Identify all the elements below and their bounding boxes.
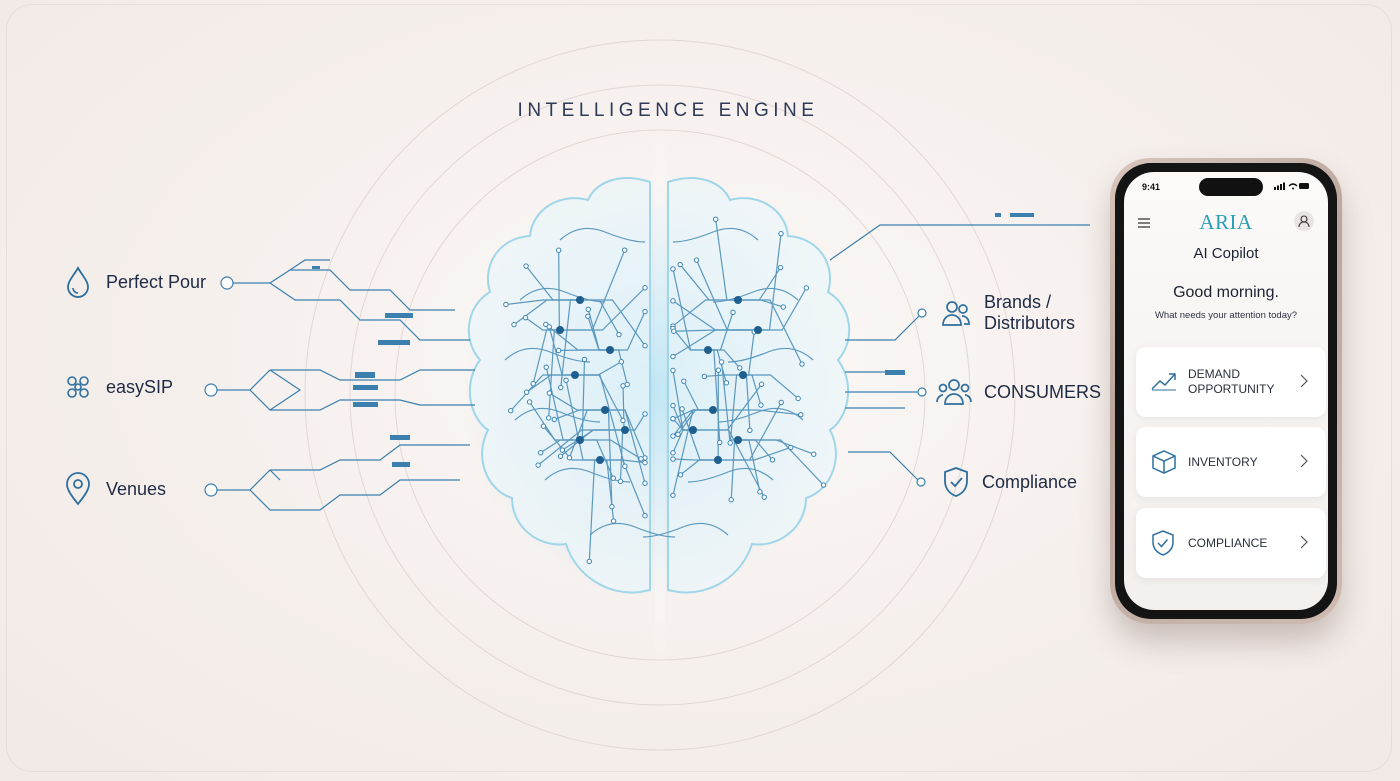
signal-icon bbox=[1274, 182, 1309, 190]
card-demand-opportunity[interactable]: DEMAND OPPORTUNITY bbox=[1136, 347, 1326, 417]
hamburger-menu-icon[interactable] bbox=[1138, 215, 1150, 233]
perfect-pour-port bbox=[220, 276, 234, 290]
shield-check-icon bbox=[1152, 530, 1174, 556]
profile-icon[interactable] bbox=[1294, 211, 1314, 231]
card-inventory[interactable]: INVENTORY bbox=[1136, 427, 1326, 497]
source-label: easySIP bbox=[106, 376, 174, 397]
output-brands-distributors: Brands / Distributors bbox=[940, 292, 1075, 334]
output-connections bbox=[829, 213, 1090, 487]
location-pin-icon bbox=[66, 472, 90, 506]
source-venues: Venues bbox=[64, 472, 166, 506]
card-compliance[interactable]: COMPLIANCE bbox=[1136, 508, 1326, 578]
phone-screen: 9:41 ARIA AI Copilot Good morning. bbox=[1124, 172, 1328, 610]
status-icons bbox=[1274, 182, 1310, 192]
dynamic-island bbox=[1199, 178, 1263, 196]
phone-mockup: 9:41 ARIA AI Copilot Good morning. bbox=[1110, 158, 1342, 624]
easysip-port bbox=[204, 383, 218, 397]
app-brand: ARIA bbox=[1199, 210, 1253, 234]
greeting-prompt: What needs your attention today? bbox=[1154, 310, 1298, 321]
users-group-icon bbox=[936, 379, 972, 405]
network-pattern-icon bbox=[67, 376, 89, 398]
right-hemisphere bbox=[667, 177, 851, 594]
output-compliance: Compliance bbox=[942, 466, 1077, 498]
phone-bezel: 9:41 ARIA AI Copilot Good morning. bbox=[1115, 163, 1337, 619]
venues-port bbox=[204, 483, 218, 497]
droplet-icon bbox=[67, 266, 89, 298]
trend-up-icon bbox=[1151, 373, 1176, 391]
card-label: INVENTORY bbox=[1188, 455, 1258, 469]
output-label: Brands / Distributors bbox=[984, 292, 1076, 333]
source-easysip: easySIP bbox=[64, 373, 173, 401]
users-pair-icon bbox=[942, 301, 970, 326]
output-label: CONSUMERS bbox=[984, 381, 1102, 402]
chevron-right-icon bbox=[1300, 374, 1308, 388]
diagram-title: INTELLIGENCE ENGINE bbox=[517, 100, 819, 121]
shield-check-icon bbox=[944, 467, 968, 497]
chevron-right-icon bbox=[1300, 535, 1308, 549]
card-label: DEMAND OPPORTUNITY bbox=[1188, 367, 1275, 396]
input-connections bbox=[204, 259, 475, 511]
source-label: Perfect Pour bbox=[106, 271, 207, 292]
output-label: Compliance bbox=[982, 471, 1078, 492]
app-subtitle: AI Copilot bbox=[1193, 245, 1259, 262]
source-label: Venues bbox=[106, 478, 167, 499]
status-time: 9:41 bbox=[1142, 182, 1161, 192]
cube-icon bbox=[1152, 450, 1176, 474]
circuit-brain bbox=[462, 177, 851, 600]
output-consumers: CONSUMERS bbox=[936, 377, 1101, 407]
source-perfect-pour: Perfect Pour bbox=[64, 266, 206, 298]
card-label: COMPLIANCE bbox=[1188, 536, 1268, 550]
greeting: Good morning. bbox=[1173, 284, 1279, 301]
chevron-right-icon bbox=[1300, 454, 1308, 468]
